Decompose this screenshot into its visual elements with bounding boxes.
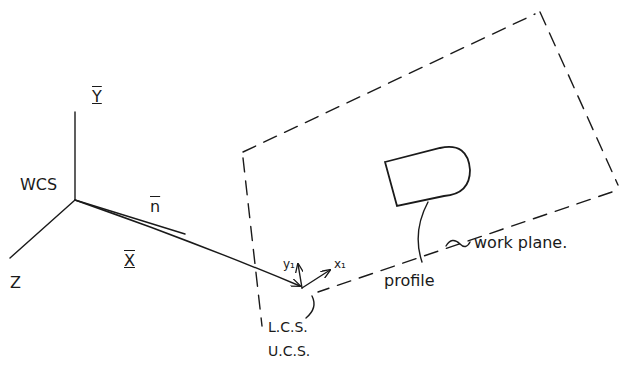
- y1-axis: [298, 264, 302, 288]
- work-plane-outline: [243, 12, 618, 326]
- vector-n: [75, 200, 300, 286]
- axis-label: y₁: [283, 258, 295, 271]
- axis-system-name: U.C.S.: [268, 344, 310, 359]
- leader-line: [446, 240, 470, 246]
- axis-label: Y: [92, 88, 102, 106]
- x1-axis: [302, 270, 330, 288]
- part-name: profile: [384, 272, 435, 290]
- part-name: work plane.: [474, 234, 567, 252]
- axis-system-name: L.C.S.: [268, 320, 308, 335]
- y-axis: [74, 112, 75, 200]
- vector-label: n: [150, 198, 160, 216]
- axis-label: x₁: [334, 258, 346, 271]
- axis-system-name: WCS: [20, 176, 57, 194]
- axis-label: Z: [10, 274, 21, 292]
- z-axis: [10, 200, 75, 258]
- leader-line: [418, 202, 428, 262]
- profile-shape: [385, 147, 470, 206]
- axis-label: X: [124, 252, 135, 270]
- leader-line: [306, 296, 314, 318]
